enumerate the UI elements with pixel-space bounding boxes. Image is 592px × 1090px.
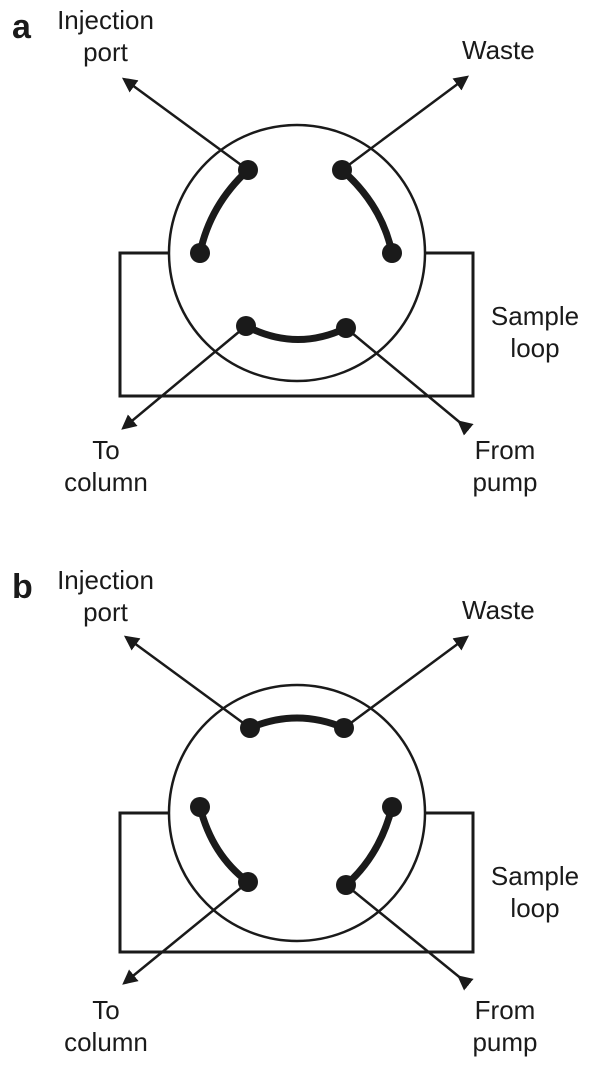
waste-line — [341, 75, 470, 172]
valve-diagram-a — [118, 75, 475, 436]
from-pump-label: From pump — [472, 995, 538, 1057]
from-pump-line — [345, 884, 474, 991]
panel-b: b Injection port Waste Sample loop To co… — [0, 560, 592, 1090]
port-dot — [332, 160, 352, 180]
port-dot — [382, 797, 402, 817]
rotor-channel-3 — [242, 322, 350, 343]
waste-line — [343, 635, 470, 730]
port-dot — [238, 160, 258, 180]
port-dot — [236, 316, 256, 336]
port-dot — [382, 243, 402, 263]
panel-letter: a — [12, 8, 31, 46]
to-column-line — [121, 325, 247, 430]
rotor-channel-2 — [338, 166, 396, 257]
waste-label: Waste — [462, 35, 535, 65]
port-dot — [190, 797, 210, 817]
from-pump-line — [345, 327, 474, 436]
panel-a: a Injection port Waste Sample loop To co… — [0, 0, 592, 530]
sample-loop-label: Sample loop — [490, 861, 580, 923]
port-dot — [334, 718, 354, 738]
sample-loop-tube — [118, 811, 475, 954]
from-pump-label: From pump — [472, 435, 538, 497]
port-dot — [238, 872, 258, 892]
port-dot — [190, 243, 210, 263]
to-column-label: To column — [64, 995, 148, 1057]
port-dot — [336, 318, 356, 338]
sample-loop-label: Sample loop — [490, 301, 580, 363]
port-dot — [240, 718, 260, 738]
panel-letter: b — [12, 568, 33, 606]
valve-body — [167, 683, 427, 943]
waste-label: Waste — [462, 595, 535, 625]
injection-port-label: Injection port — [57, 5, 154, 67]
to-column-line — [122, 881, 249, 985]
to-column-label: To column — [64, 435, 148, 497]
rotor-channel-1 — [246, 714, 348, 732]
injection-port-line — [123, 635, 251, 730]
valve-diagram-b — [118, 635, 475, 991]
injection-port-line — [121, 77, 249, 172]
sample-loop-tube — [118, 251, 475, 398]
port-dot — [336, 875, 356, 895]
injection-port-label: Injection port — [57, 565, 154, 627]
